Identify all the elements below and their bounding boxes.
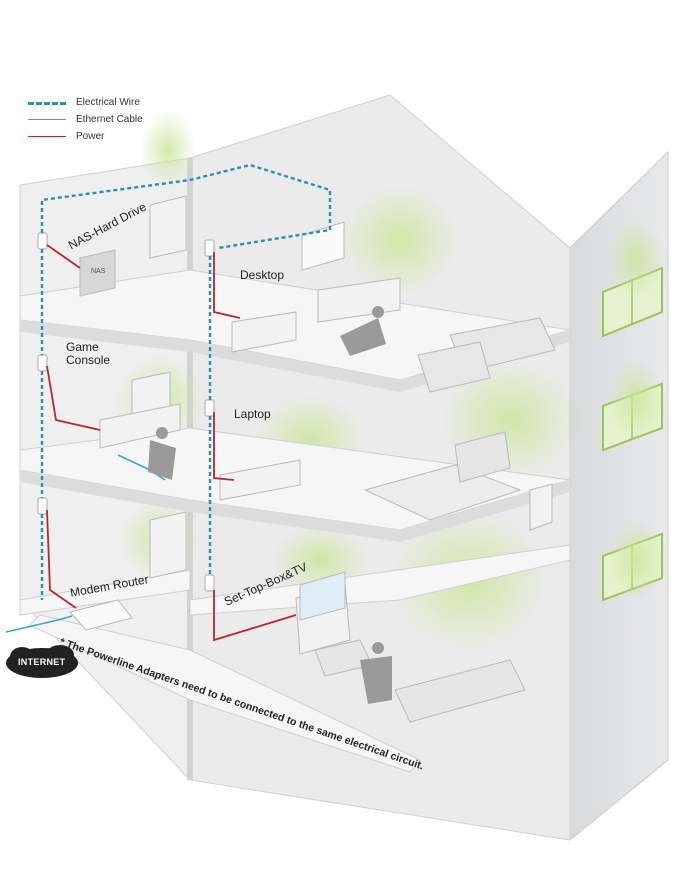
internet-cloud-icon — [6, 645, 78, 678]
label-game-console: Game Console — [66, 341, 110, 367]
legend-power: Power — [28, 128, 143, 145]
label-game-console-line1: Game — [66, 340, 99, 354]
label-game-console-line2: Console — [66, 353, 111, 367]
legend-dashed-line-icon — [28, 102, 66, 105]
electrical-wire-path — [40, 163, 332, 600]
legend-power-label: Power — [76, 131, 105, 142]
label-desktop: Desktop — [240, 268, 285, 282]
legend-electrical-wire: Electrical Wire — [28, 94, 143, 111]
power-cable-path — [46, 244, 297, 642]
legend-ethernet-line-icon — [28, 119, 66, 120]
legend-power-line-icon — [28, 136, 66, 137]
legend: Electrical Wire Ethernet Cable Power — [28, 94, 143, 145]
people — [148, 306, 392, 704]
internet-label: INTERNET — [18, 657, 66, 667]
powerline-adapters — [37, 232, 215, 592]
legend-electrical-wire-label: Electrical Wire — [76, 97, 140, 108]
label-nas-box: NAS — [91, 268, 106, 275]
legend-ethernet-cable: Ethernet Cable — [28, 111, 143, 128]
label-laptop: Laptop — [234, 407, 271, 421]
legend-ethernet-cable-label: Ethernet Cable — [76, 114, 143, 125]
